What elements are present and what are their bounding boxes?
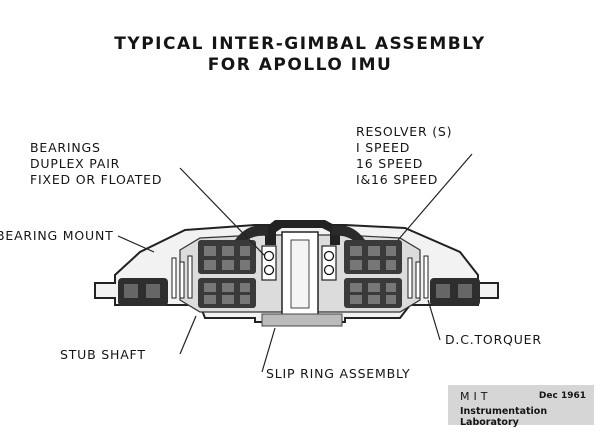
torquer-label: D.C.TORQUER (445, 332, 542, 347)
bearing-ball (263, 264, 275, 276)
resolver-label-line: 16 SPEED (356, 156, 424, 171)
resolver-label-line: I&16 SPEED (356, 172, 439, 187)
slip-ring-label: SLIP RING ASSEMBLY (266, 366, 411, 381)
resolver-label-line: RESOLVER (S) (356, 124, 453, 139)
stub-shaft-label: STUB SHAFT (60, 347, 146, 362)
leader-bearing-mount (117, 235, 155, 253)
bearing-ball (323, 250, 335, 262)
leader-slip-ring (261, 327, 276, 373)
bearings-label-line: BEARINGS (30, 140, 101, 155)
mit-stamp: MIT Dec 1961 Instrumentation Laboratory (448, 385, 594, 428)
title-line-1: TYPICAL INTER-GIMBAL ASSEMBLY (114, 34, 486, 54)
stamp-org: MIT (460, 390, 492, 403)
bearings-label: BEARINGS DUPLEX PAIR FIXED OR FLOATED (30, 140, 162, 188)
leader-torquer (427, 299, 441, 341)
slip-ring-block (261, 313, 343, 327)
stamp-lab: Instrumentation Laboratory (460, 406, 548, 428)
top-cap (265, 220, 340, 245)
bearing-ball (323, 264, 335, 276)
stamp-date: Dec 1961 (538, 391, 586, 401)
shaft-bore (290, 239, 310, 309)
resolver-label: RESOLVER (S) I SPEED 16 SPEED I&16 SPEED (356, 124, 452, 188)
bearings-label-line: FIXED OR FLOATED (30, 172, 163, 187)
bearing-mount-label: BEARING MOUNT (0, 228, 114, 243)
cap-arch-right (332, 225, 365, 244)
resolver-label-line: I SPEED (356, 140, 411, 155)
bearings-label-line: DUPLEX PAIR (30, 156, 121, 171)
leader-bearings (179, 167, 266, 257)
leader-stub-shaft (179, 315, 197, 355)
cap-arch-left (235, 225, 268, 244)
title-line-2: FOR APOLLO IMU (207, 55, 393, 75)
leader-resolver (397, 153, 473, 241)
